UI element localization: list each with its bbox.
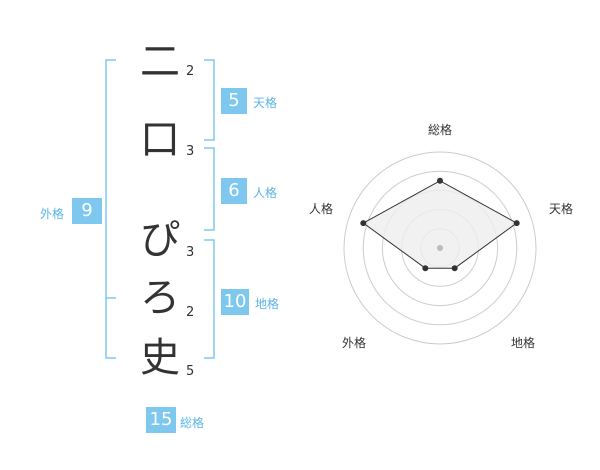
- radar-label-gaikaku: 外格: [342, 336, 367, 350]
- chikaku-bracket: [204, 239, 215, 359]
- chikaku-label: 地格: [255, 297, 280, 311]
- radar-ring: [343, 151, 537, 345]
- tenkaku-label: 天格: [253, 96, 278, 110]
- chikaku-value-box: 10: [221, 289, 249, 315]
- name-char-5: 史: [140, 335, 180, 381]
- jinkaku-bracket: [204, 147, 215, 231]
- jinkaku-label: 人格: [253, 186, 278, 200]
- tenkaku-bracket: [204, 59, 215, 141]
- name-char-2: 口: [140, 117, 180, 163]
- stroke-count-1: 2: [186, 64, 195, 79]
- radar-polygon: [362, 180, 518, 269]
- jinkaku-value-box: 6: [221, 178, 247, 204]
- stroke-count-4: 2: [186, 305, 195, 320]
- radar-point-1: [437, 177, 443, 184]
- radar-center-dot: [437, 245, 443, 251]
- stroke-count-3: 3: [186, 245, 195, 260]
- gaikaku-value-box: 9: [72, 198, 102, 224]
- radar-point-5: [360, 220, 367, 227]
- radar-ring: [362, 170, 518, 326]
- radar-point-4: [422, 265, 429, 272]
- radar-label-tenkaku: 天格: [549, 202, 574, 216]
- gaikaku-bracket: [105, 59, 116, 359]
- radar-label-soukaku: 総格: [428, 123, 453, 137]
- radar-label-chikaku: 地格: [511, 336, 536, 350]
- radar-point-3: [451, 265, 458, 272]
- radar-point-2: [513, 220, 520, 227]
- name-char-4: ろ: [140, 275, 180, 321]
- name-char-3: ぴ: [140, 217, 180, 263]
- stroke-count-2: 3: [186, 144, 195, 159]
- tenkaku-value-box: 5: [221, 88, 247, 114]
- radar-label-jinkaku: 人格: [309, 202, 334, 216]
- soukaku-label: 総格: [180, 416, 205, 430]
- soukaku-value-box: 15: [146, 407, 176, 433]
- name-char-1: 二: [140, 39, 180, 85]
- gaikaku-label: 外格: [40, 207, 65, 221]
- stroke-count-5: 5: [186, 364, 195, 379]
